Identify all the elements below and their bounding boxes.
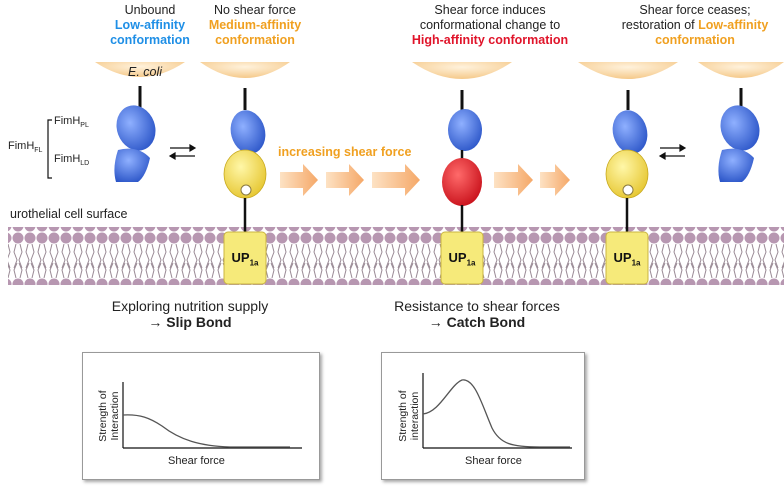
shear-arrow-2 (326, 164, 364, 196)
slip-ylabel2: Interaction (109, 391, 121, 441)
slip-title: Exploring nutrition supply (111, 298, 269, 314)
catch-bond-caption: Resistance to shear forces → Catch Bond (372, 298, 582, 330)
fimh-ld-1 (114, 148, 150, 182)
fimh-pl-1 (116, 105, 156, 151)
slip-bond-line: → Slip Bond (80, 314, 300, 330)
shear-arrow-5 (540, 164, 570, 196)
fimh-pl-2 (230, 110, 266, 154)
header-shear-induces: Shear force induces conformational chang… (395, 3, 585, 48)
fimh-fl-text: FimH (8, 140, 35, 152)
fimh-fl-label: FimHFL (8, 140, 42, 154)
header-ceases-line2: conformation (655, 33, 735, 47)
slip-arrow: → (148, 314, 167, 330)
catch-ylabel1: Strength of (397, 390, 409, 442)
fimh-fl-sub: FL (34, 147, 43, 155)
shear-arrow-1 (280, 164, 318, 196)
catch-bond-line: → Catch Bond (372, 314, 582, 330)
up1a-text-3: UP (613, 250, 632, 265)
ecoli-3 (412, 62, 512, 79)
header-ceases-line1: Shear force ceases; (639, 3, 751, 17)
header-shear-line1b: conformational change to (419, 18, 561, 32)
header-shear-line2: High-affinity conformation (411, 33, 569, 47)
header-shear-ceases: Shear force ceases; restoration of Low-a… (610, 3, 780, 48)
header-no-shear: No shear force Medium-affinity conformat… (195, 3, 315, 48)
fimh-ld-3 (442, 158, 482, 206)
catch-arrow: → (428, 314, 447, 330)
fimh-bracket (47, 119, 52, 179)
slip-ylabel1: Strength of (97, 390, 109, 442)
up1a-text-2: UP (448, 250, 467, 265)
catch-bond: Catch Bond (446, 314, 526, 330)
fimh-pl-4 (612, 110, 648, 154)
equilibrium-arrow-2 (658, 143, 687, 161)
shear-arrow-3 (372, 164, 420, 196)
equilibrium-arrow-1 (168, 143, 197, 161)
up1a-text-1: UP (231, 250, 250, 265)
ecoli-1 (95, 62, 185, 77)
catch-curve (422, 379, 570, 448)
header-ceases-colored: Low-affinity (698, 18, 769, 32)
fimh-ld-text: FimH (54, 153, 81, 165)
fimh-ld-sub: LD (80, 160, 90, 168)
ecoli-4 (578, 62, 678, 79)
fimh-ld-5 (718, 148, 754, 182)
slip-bond-caption: Exploring nutrition supply → Slip Bond (80, 298, 300, 330)
increasing-shear-label: increasing shear force (278, 145, 412, 159)
up1a-label-1: UP1a (224, 250, 266, 268)
header-unbound-line1: Unbound (124, 3, 176, 17)
up1a-sub-1: 1a (249, 258, 259, 268)
fimh-pl-5 (720, 105, 760, 151)
up1a-label-2: UP1a (441, 250, 483, 268)
fimh-pl-3 (448, 109, 482, 151)
header-no-shear-line2b: conformation (215, 33, 295, 47)
slip-bond: Slip Bond (166, 314, 232, 330)
header-unbound-line2a: Low-affinity (114, 18, 186, 32)
surface-label: urothelial cell surface (10, 207, 128, 221)
header-no-shear-line1: No shear force (214, 3, 296, 17)
pocket-4 (622, 184, 634, 196)
slip-graph-axes (122, 382, 302, 449)
up1a-sub-3: 1a (631, 258, 641, 268)
up1a-box-2 (440, 231, 484, 285)
membrane (8, 227, 784, 285)
header-ceases-line1b: restoration of Low-affinity (610, 18, 780, 33)
header-ceases-plain: restoration of (621, 18, 699, 32)
ecoli-2 (200, 62, 290, 78)
catch-graph-axes (422, 373, 572, 449)
slip-xlabel: Shear force (168, 455, 225, 467)
up1a-sub-2: 1a (466, 258, 476, 268)
fimh-ld-label: FimHLD (54, 153, 89, 167)
shear-arrow-4 (494, 164, 533, 196)
catch-xlabel: Shear force (465, 455, 522, 467)
pocket-2 (240, 184, 252, 196)
header-unbound: Unbound Low-affinity conformation (90, 3, 210, 48)
up1a-box-3 (605, 231, 649, 285)
header-no-shear-line2a: Medium-affinity (208, 18, 302, 32)
up1a-label-3: UP1a (606, 250, 648, 268)
ecoli-5 (698, 62, 784, 78)
fimh-pl-text: FimH (54, 115, 81, 127)
fimh-pl-sub: PL (80, 122, 89, 130)
ecoli-label: E. coli (128, 65, 163, 79)
fimh-pl-label: FimHPL (54, 115, 89, 129)
catch-ylabel2: interaction (409, 391, 421, 441)
slip-curve (122, 414, 290, 448)
up1a-box-1 (223, 231, 267, 285)
header-shear-line1: Shear force induces (434, 3, 546, 17)
header-unbound-line2b: conformation (110, 33, 190, 47)
catch-title: Resistance to shear forces (394, 298, 560, 314)
